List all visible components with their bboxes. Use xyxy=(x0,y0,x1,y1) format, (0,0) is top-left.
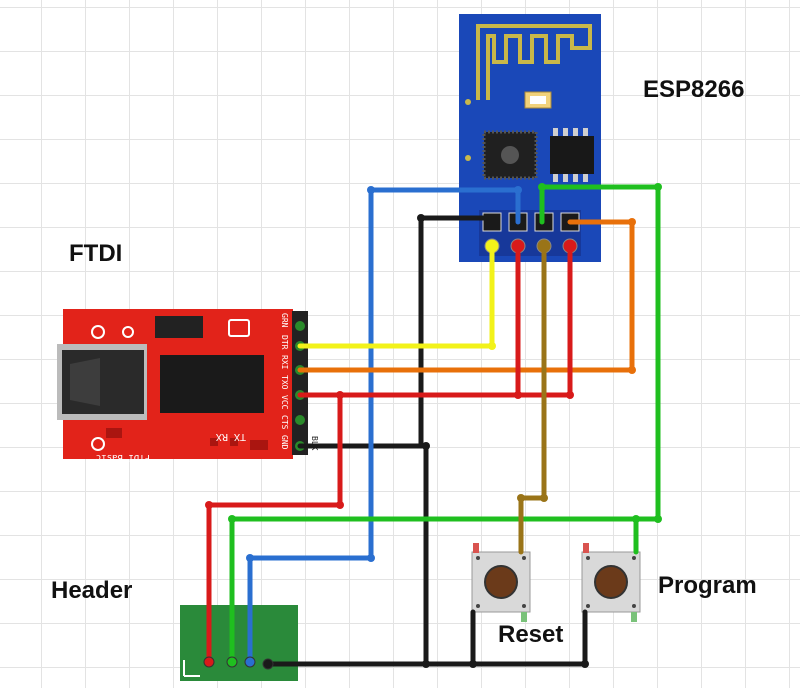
wire-green xyxy=(229,184,661,665)
ftdi-board: GRN DTR RXI TXO VCC CTS GND BLK FTDI Bas… xyxy=(57,309,319,462)
ftdi-pin-label-gnd: GND xyxy=(280,435,289,450)
header-pins xyxy=(203,656,274,670)
ftdi-pin-label-blk: BLK xyxy=(310,436,319,451)
ftdi-pin-label-grn: GRN xyxy=(280,313,289,328)
esp-pin-row-bottom xyxy=(484,238,578,254)
reset-button xyxy=(471,543,531,622)
wire-blue xyxy=(247,187,521,665)
esp8266-module xyxy=(459,14,601,262)
ftdi-pin-label-dtr: DTR xyxy=(280,335,289,350)
ftdi-pin-label-txo: TXO xyxy=(280,375,289,390)
ftdi-pin-label-cts: CTS xyxy=(280,415,289,430)
ftdi-label: FTDI xyxy=(69,240,123,267)
program-button xyxy=(581,543,641,622)
ftdi-silk-name: FTDI Basic xyxy=(96,452,150,462)
header-label: Header xyxy=(51,577,133,604)
wire-brown xyxy=(518,243,547,555)
ftdi-silk-txrx: TX RX xyxy=(216,431,246,442)
antenna-trace xyxy=(476,24,592,100)
esp8266-label: ESP8266 xyxy=(643,76,745,103)
wire-orange xyxy=(297,219,635,373)
header-board xyxy=(180,605,298,681)
flash-chip xyxy=(550,136,594,174)
program-label: Program xyxy=(658,572,757,599)
ftdi-pin-label-vcc: VCC xyxy=(280,395,289,410)
wire-junctions xyxy=(205,183,662,668)
ftdi-chip xyxy=(160,355,264,413)
reset-label: Reset xyxy=(498,621,564,648)
ftdi-pin-header xyxy=(292,311,308,455)
ftdi-pin-label-rxi: RXI xyxy=(280,355,289,370)
